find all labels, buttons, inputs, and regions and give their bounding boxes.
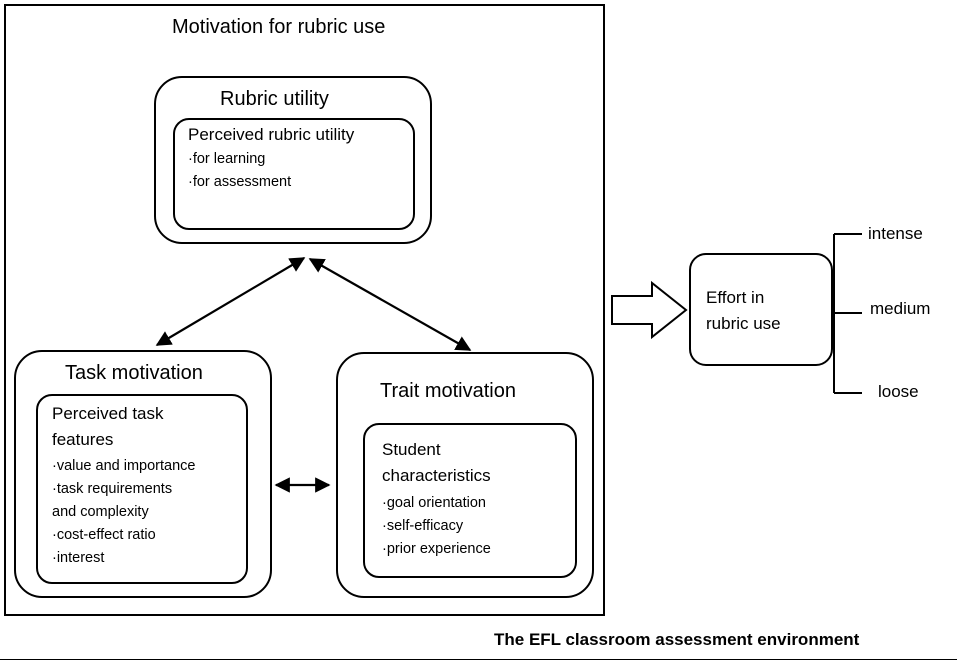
outcome-block-arrow: [611, 280, 688, 340]
task-item: and complexity: [52, 504, 149, 520]
task-motivation-inner-box: [36, 394, 248, 584]
level-loose: loose: [878, 382, 919, 401]
rubric-utility-inner-title: Perceived rubric utility: [188, 125, 355, 144]
trait-inner-title-line2: characteristics: [382, 466, 491, 485]
rubric-utility-inner-box: [173, 118, 415, 230]
trait-inner-title-line1: Student: [382, 440, 441, 459]
task-item: ·value and importance: [52, 458, 196, 474]
level-medium: medium: [870, 299, 931, 318]
task-inner-title-line2: features: [52, 430, 114, 449]
rubric-trait-double-arrow: [308, 258, 472, 351]
trait-item: ·self-efficacy: [382, 518, 464, 534]
task-motivation-title: Task motivation: [65, 362, 203, 384]
task-motivation-box: [14, 350, 272, 598]
level-intense: intense: [868, 224, 923, 243]
environment-label: The EFL classroom assessment environment: [494, 630, 860, 649]
rubric-task-double-arrow: [155, 257, 306, 346]
rubric-utility-box: [154, 76, 432, 244]
task-item: ·cost-effect ratio: [52, 527, 156, 543]
trait-motivation-title: Trait motivation: [380, 380, 516, 402]
rubric-utility-item: ·for learning: [188, 151, 266, 167]
rubric-utility-item: ·for assessment: [188, 174, 292, 190]
task-item: ·interest: [52, 550, 105, 566]
rubric-utility-title: Rubric utility: [220, 88, 329, 110]
trait-motivation-inner-box: [363, 423, 577, 578]
trait-item: ·goal orientation: [382, 495, 486, 511]
footer-divider: [0, 659, 957, 660]
motivation-container: [4, 4, 605, 616]
task-inner-title-line1: Perceived task: [52, 404, 164, 423]
effort-line1: Effort in: [706, 288, 765, 307]
trait-item: ·prior experience: [382, 541, 491, 557]
effort-line2: rubric use: [706, 314, 781, 333]
trait-motivation-box: [336, 352, 594, 598]
outer-title: Motivation for rubric use: [172, 16, 386, 38]
effort-box: [689, 253, 833, 366]
task-item: ·task requirements: [52, 481, 173, 497]
